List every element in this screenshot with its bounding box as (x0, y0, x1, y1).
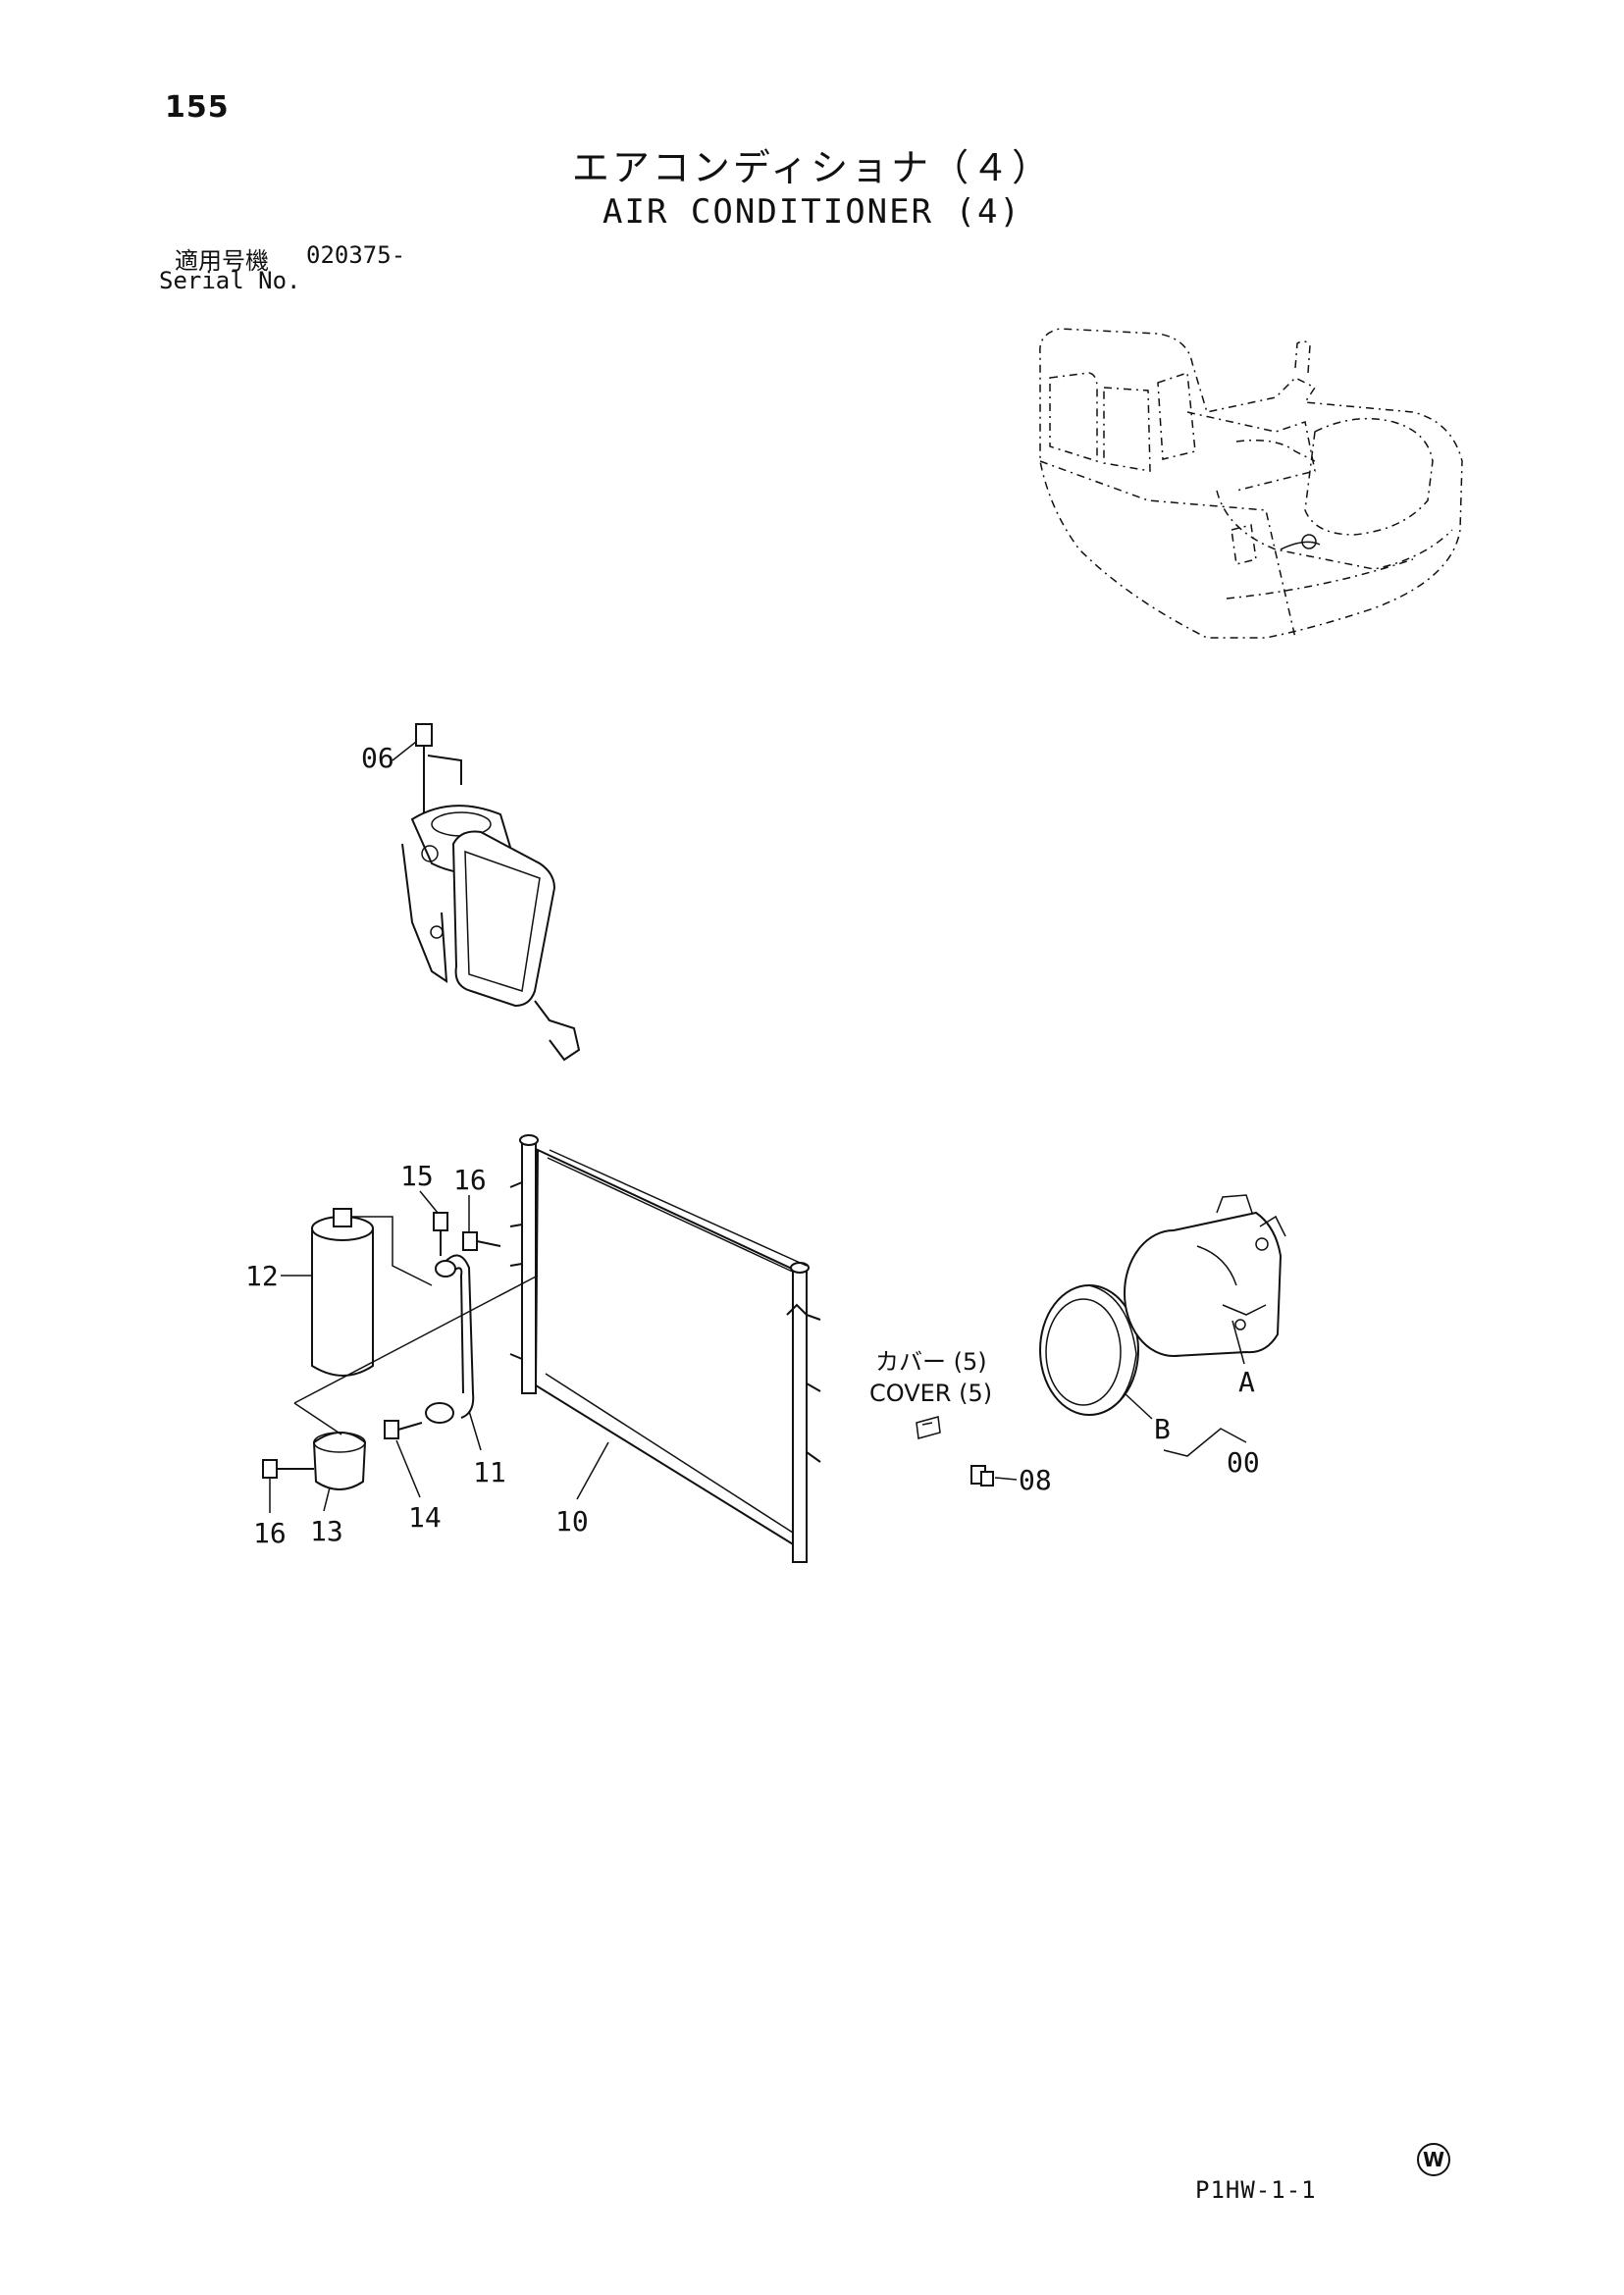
callout-10: 10 (555, 1505, 589, 1538)
watermark-w-icon: W (1417, 2143, 1450, 2176)
hose-icon (425, 1254, 475, 1424)
condenser-icon (509, 1134, 821, 1563)
serial-label-en: Serial No. (159, 267, 301, 294)
assembly-bracket (1163, 1428, 1247, 1457)
mirror-assembly-icon (401, 723, 581, 1062)
excavator-overview-icon (1039, 328, 1463, 639)
callout-14: 14 (408, 1501, 442, 1534)
serial-label-jp: 適用号機 (175, 247, 269, 275)
callout-B: B (1154, 1413, 1171, 1445)
page-title-jp: エアコンディショナ（４） (571, 146, 1053, 189)
callout-11: 11 (473, 1456, 506, 1488)
callout-00: 00 (1227, 1446, 1260, 1479)
callout-A: A (1238, 1366, 1255, 1398)
callout-13: 13 (310, 1515, 343, 1547)
callout-12: 12 (245, 1260, 279, 1292)
callout-16-bottom: 16 (253, 1517, 287, 1549)
cover-icon (916, 1416, 941, 1439)
bolt-icon (384, 1420, 423, 1439)
serial-value: 020375- (306, 241, 406, 269)
clamp-icon (293, 1402, 367, 1490)
bolt-icon (462, 1231, 501, 1251)
receiver-dryer-icon (293, 1208, 539, 1404)
cover-label-en: COVER (5) (869, 1380, 992, 1407)
page-title-en: AIR CONDITIONER (4) (602, 192, 1022, 232)
bolt-icon (262, 1459, 314, 1479)
clutch-pulley-icon (1039, 1284, 1139, 1416)
callout-15: 15 (400, 1160, 434, 1192)
compressor-icon (1124, 1194, 1286, 1357)
cover-label-jp: カバー (5) (875, 1348, 987, 1376)
callout-06: 06 (361, 742, 394, 774)
callout-08: 08 (1019, 1464, 1052, 1496)
bolt-icon (433, 1212, 448, 1256)
page-code: P1HW-1-1 (1195, 2176, 1317, 2204)
fitting-icon (970, 1465, 994, 1487)
callout-16-top: 16 (453, 1164, 487, 1196)
page-number: 155 (165, 90, 230, 125)
